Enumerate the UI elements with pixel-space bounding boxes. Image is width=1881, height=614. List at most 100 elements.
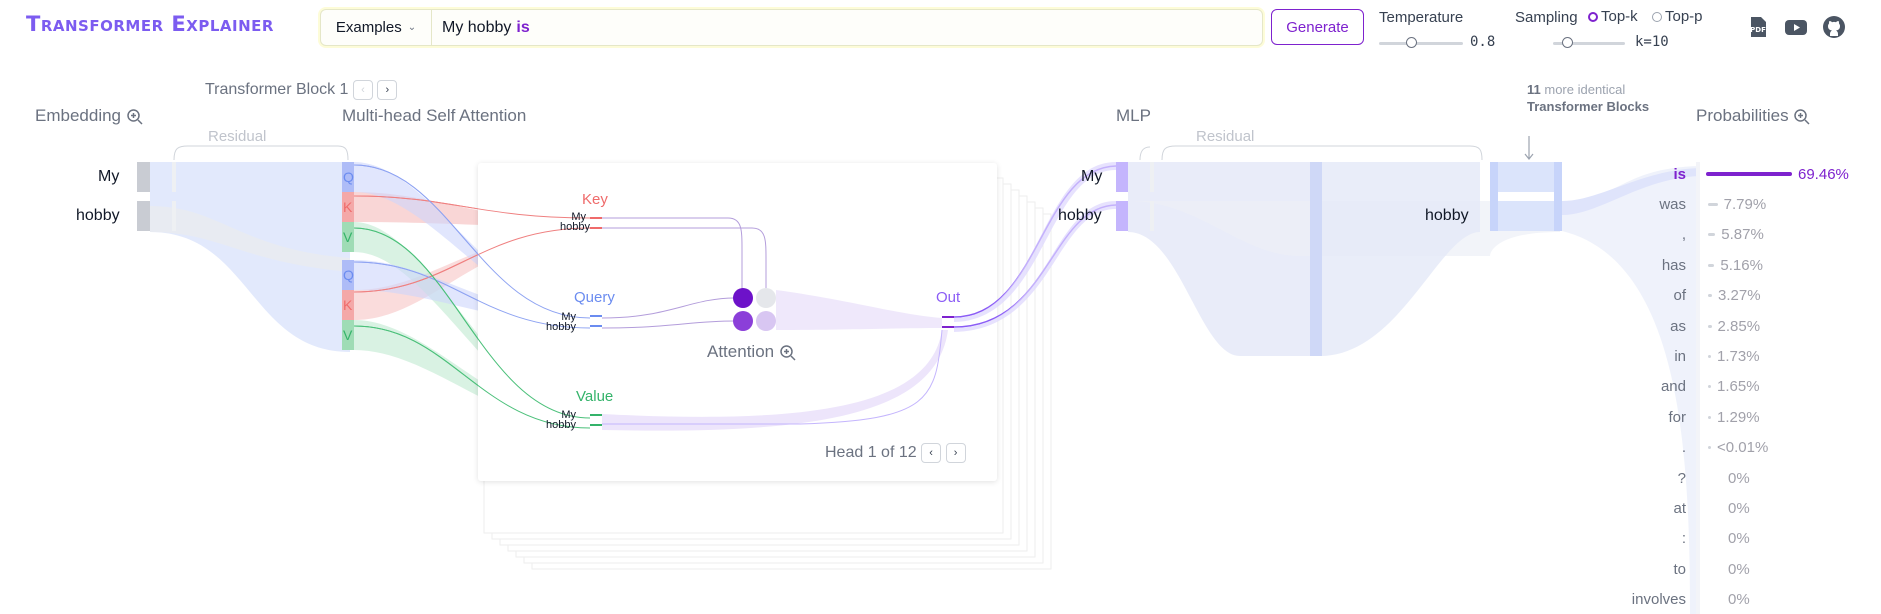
more-blocks-count: 11 (1527, 82, 1541, 97)
examples-dropdown[interactable]: Examples ⌄ (321, 10, 432, 45)
youtube-icon[interactable] (1784, 15, 1808, 39)
attention-cell (733, 288, 753, 308)
probability-token: to (1673, 560, 1686, 578)
value-label: Value (576, 388, 614, 405)
probability-value: 1.29% (1717, 408, 1760, 426)
prompt-prediction: is (516, 18, 530, 36)
probability-bar (1708, 354, 1711, 358)
block-stack-edge (1554, 162, 1562, 231)
probability-token: in (1674, 347, 1686, 365)
q-band (342, 260, 354, 290)
probability-token: : (1681, 530, 1686, 548)
value-mark (590, 424, 602, 426)
probability-bar (1708, 324, 1712, 328)
next-head-button[interactable]: › (945, 443, 966, 463)
k-value: k=10 (1635, 34, 1669, 50)
probability-token: , (1681, 226, 1686, 244)
mlp-bar (1116, 201, 1128, 231)
input-token-my[interactable]: My (98, 168, 120, 185)
topk-radio[interactable]: Top-k (1588, 8, 1638, 25)
probability-value: 0% (1728, 499, 1750, 517)
probability-bar (1708, 202, 1718, 206)
residual-arc-mid (1139, 146, 1151, 161)
app-logo[interactable]: Transformer Explainer (26, 12, 274, 36)
probabilities-title[interactable]: Probabilities (1696, 106, 1811, 126)
block-title: Transformer Block 1 (205, 81, 349, 99)
residual-arc-right (1161, 145, 1483, 161)
token-label: My (571, 211, 586, 223)
v-letter: V (343, 229, 353, 245)
mlp-title: MLP (1116, 106, 1151, 125)
topp-label: Top-p (1665, 8, 1703, 25)
probability-bar (1708, 263, 1715, 267)
query-to-attention (601, 297, 736, 319)
query-line (353, 261, 591, 329)
prompt-bar[interactable]: Examples ⌄ My hobby is (320, 9, 1263, 46)
embedding-title[interactable]: Embedding (35, 106, 144, 126)
probability-flow (1562, 168, 1700, 215)
prev-block-button[interactable]: ‹ (352, 80, 373, 100)
pdf-icon[interactable]: PDF (1746, 15, 1770, 39)
block-stack (1490, 201, 1562, 231)
k-slider[interactable] (1553, 37, 1625, 48)
zoom-in-icon[interactable] (1793, 108, 1811, 126)
probability-bar (1708, 415, 1711, 419)
probability-row[interactable]: :0% (1596, 528, 1876, 550)
generate-button[interactable]: Generate (1271, 9, 1364, 45)
prompt-input[interactable]: My hobby is (432, 10, 530, 45)
next-block-button[interactable]: › (377, 80, 398, 100)
mlp-token-my: My (1081, 168, 1103, 185)
temperature-slider[interactable] (1379, 37, 1463, 48)
probability-row[interactable]: ?0% (1596, 467, 1876, 489)
probability-row[interactable]: .<0.01% (1596, 437, 1876, 459)
residual-label-left: Residual (208, 128, 267, 145)
zoom-in-icon[interactable] (779, 344, 797, 362)
v-band (342, 222, 354, 252)
token-label: My (561, 409, 576, 421)
attention-matrix-title[interactable]: Attention (707, 342, 797, 362)
v-letter: V (343, 327, 353, 343)
probability-row[interactable]: ,5.87% (1596, 224, 1876, 246)
k-letter: K (343, 297, 353, 313)
value-to-out-flow (602, 330, 948, 431)
v-band (342, 320, 354, 350)
mlp-flow (1128, 162, 1320, 356)
probability-token: was (1659, 195, 1686, 213)
topp-radio[interactable]: Top-p (1652, 8, 1703, 25)
token-label: hobby (560, 221, 590, 233)
zoom-in-icon[interactable] (126, 108, 144, 126)
q-band (342, 162, 354, 192)
probability-bar (1708, 294, 1713, 298)
more-blocks-note: 11 more identical Transformer Blocks (1527, 81, 1657, 115)
chevron-down-icon: ⌄ (407, 22, 417, 33)
probability-value: 7.79% (1723, 195, 1767, 213)
temperature-slider-knob[interactable] (1405, 37, 1417, 48)
attention-cell (756, 311, 776, 331)
mlp-flow-back (1320, 162, 1480, 356)
embedding-label: Embedding (35, 106, 122, 125)
q-letter: Q (343, 169, 354, 185)
query-flow (354, 162, 590, 320)
k-slider-knob[interactable] (1562, 37, 1574, 48)
key-to-attention (602, 227, 767, 290)
mlp-bar (1116, 162, 1128, 192)
input-token-hobby[interactable]: hobby (76, 207, 120, 224)
probability-row[interactable]: was 7.79% (1596, 193, 1876, 215)
prev-head-button[interactable]: ‹ (921, 443, 942, 463)
token-bar-my (137, 162, 150, 192)
block-title-row: Transformer Block 1 ‹ › (205, 80, 398, 100)
github-icon[interactable] (1822, 15, 1846, 39)
probability-value: 3.27% (1718, 287, 1761, 305)
attention-label: Attention (707, 342, 775, 361)
